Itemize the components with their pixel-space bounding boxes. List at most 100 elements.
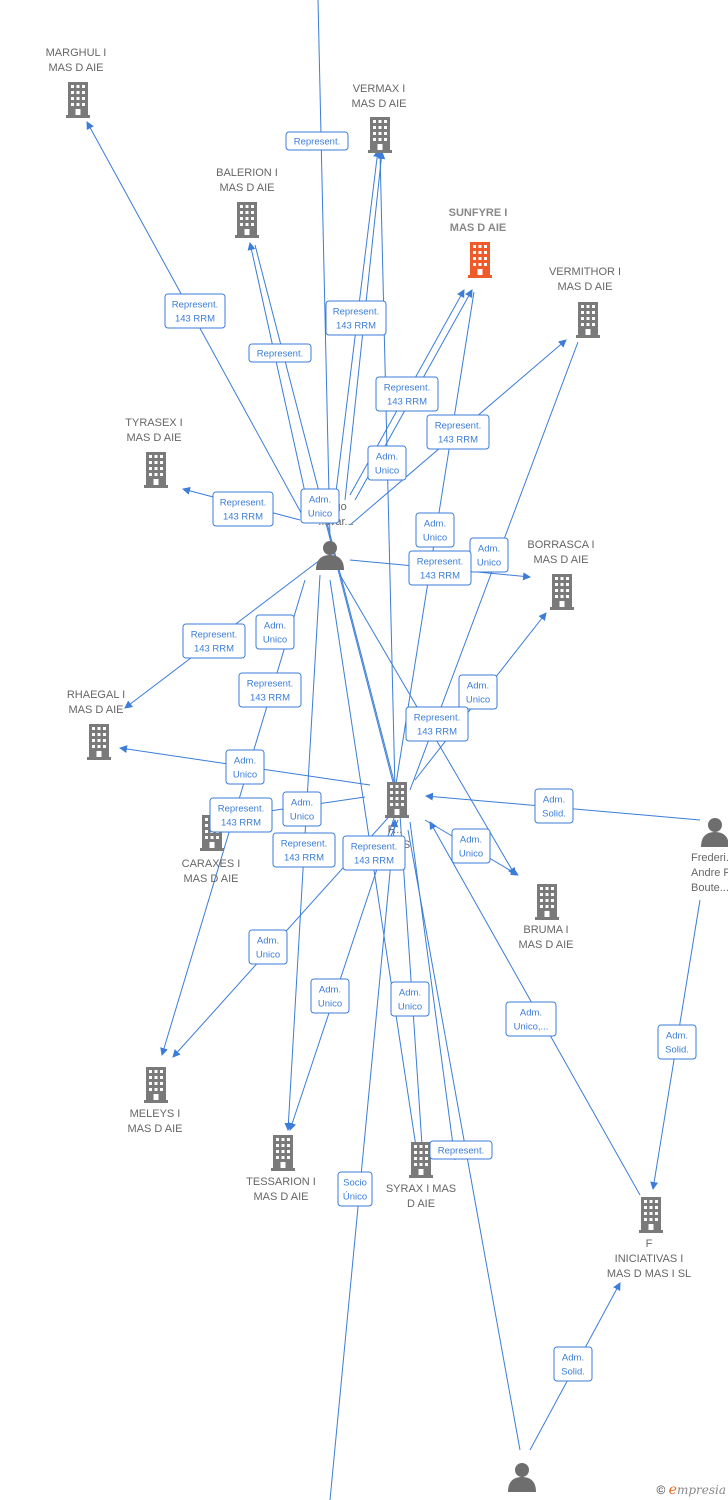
edge-label[interactable]: Adm. Unico — [225, 749, 265, 785]
edge-label[interactable]: Represent.143 RRM — [182, 623, 246, 659]
building-highlight-icon — [468, 242, 492, 278]
edge-label[interactable]: Adm.Unico — [248, 929, 288, 965]
node-label: VERMITHOR I — [549, 266, 621, 278]
edge-label[interactable]: Represent.143 RRM — [212, 491, 274, 527]
edge-label[interactable]: Represent.143 RRM — [375, 376, 439, 412]
edge-label-box — [255, 614, 295, 650]
edge-label[interactable]: Adm.Unico — [282, 791, 322, 827]
edge-label[interactable]: Adm.Unico — [415, 512, 455, 548]
edge-label-text: Unico — [263, 635, 287, 646]
edge-label-text: Solid. — [561, 1367, 585, 1378]
edge-label-box — [390, 981, 430, 1017]
edge-label[interactable]: Adm.Unico — [458, 674, 498, 710]
node-frederic[interactable]: Frederi...Andre Re...Boute... — [691, 818, 728, 894]
edge-label-text: Represent. — [172, 300, 218, 311]
edge-label-text: Represent. — [351, 842, 397, 853]
edge-label-text: Adm. — [234, 756, 256, 767]
edge-label-text: Adm. — [460, 835, 482, 846]
node-person_bottom[interactable] — [508, 1463, 536, 1492]
edge-label[interactable]: Represent. 143 RRM — [426, 414, 490, 450]
edge-label[interactable]: Adm.Unico — [469, 537, 509, 573]
edge-label[interactable]: Represent.143 RRM — [408, 550, 472, 586]
edge-line — [329, 819, 399, 1500]
edge-label-text: Adm. — [257, 936, 279, 947]
edge-label-text: Represent. — [218, 804, 264, 815]
edge-label-text: Represent. — [435, 421, 481, 432]
building-icon — [535, 884, 559, 920]
edge-label-text: 143 RRM — [438, 435, 478, 446]
edge-label[interactable]: Represent. 143 RRM — [405, 706, 469, 742]
edge-label-text: 143 RRM — [354, 856, 394, 867]
node-label: MAS D AIE — [450, 222, 506, 234]
edge-label-box — [238, 672, 302, 708]
node-label: BRUMA I — [523, 924, 568, 936]
building-icon — [385, 782, 409, 818]
edge-label[interactable]: Represent. — [429, 1140, 493, 1160]
edge-label-text: 143 RRM — [417, 727, 457, 738]
edge-label-box — [310, 978, 350, 1014]
edge-label[interactable]: Adm.Unico — [367, 445, 407, 481]
edge-label[interactable]: Represent. — [248, 343, 312, 363]
edge-label[interactable]: Adm.Solid. — [553, 1346, 593, 1382]
edge-label-text: Represent. — [414, 713, 460, 724]
edge-label[interactable]: Represent.143 RRM — [272, 832, 336, 868]
edge-label[interactable]: Represent.143 RRM — [209, 797, 273, 833]
node-label: Boute... — [691, 882, 728, 894]
node-label: D AIE — [407, 1198, 435, 1210]
edge-label[interactable]: Adm. Unico — [310, 978, 350, 1014]
edge-label-text: Adm. — [291, 798, 313, 809]
edge-label[interactable]: Adm.Unico — [390, 981, 430, 1017]
edge-label-text: Unico,... — [514, 1022, 549, 1033]
building-icon — [576, 302, 600, 338]
node-label: MAS D AIE — [253, 1191, 308, 1203]
node-label: Andre Re... — [691, 867, 728, 879]
node-label: MAS D AIE — [351, 98, 406, 110]
edge-label-text: Represent. — [247, 679, 293, 690]
edge-label-text: Unico — [233, 770, 257, 781]
edge-label[interactable]: Adm.Solid. — [657, 1024, 697, 1060]
edge-label-text: 143 RRM — [250, 693, 290, 704]
edge-label[interactable]: Adm.Unico,... — [505, 1001, 557, 1037]
edge-label[interactable]: Represent. — [285, 131, 349, 151]
edge-label-box — [405, 706, 469, 742]
edge-label-box — [285, 131, 349, 151]
edge-label-box — [342, 835, 406, 871]
edge-label[interactable]: Adm.Unico — [451, 828, 491, 864]
edge-label-box — [225, 749, 265, 785]
person-icon — [701, 818, 728, 847]
node-label: MAS D AIE — [183, 873, 238, 885]
edge-label-box — [272, 832, 336, 868]
edge-label[interactable]: Adm.Unico — [255, 614, 295, 650]
edge-label-text: Represent. — [281, 839, 327, 850]
node-label: BALERION I — [216, 167, 278, 179]
edge-label-box — [458, 674, 498, 710]
edge-label-text: Adm. — [666, 1031, 688, 1042]
edge-label-text: Unico — [398, 1002, 422, 1013]
edge-label[interactable]: Adm.Solid. — [534, 788, 574, 824]
edge-label-text: Adm. — [319, 985, 341, 996]
edge-label[interactable]: Represent.143 RRM — [325, 300, 387, 336]
brand-name: mpresia — [676, 1483, 726, 1497]
edge-label-text: Unico — [318, 999, 342, 1010]
edge-label[interactable]: Represent. 143 RRM — [342, 835, 406, 871]
edge-label[interactable]: Represent. 143 RRM — [238, 672, 302, 708]
edge-label[interactable]: Adm.Unico — [300, 488, 340, 524]
edge-label[interactable]: Represent.143 RRM — [164, 293, 226, 329]
